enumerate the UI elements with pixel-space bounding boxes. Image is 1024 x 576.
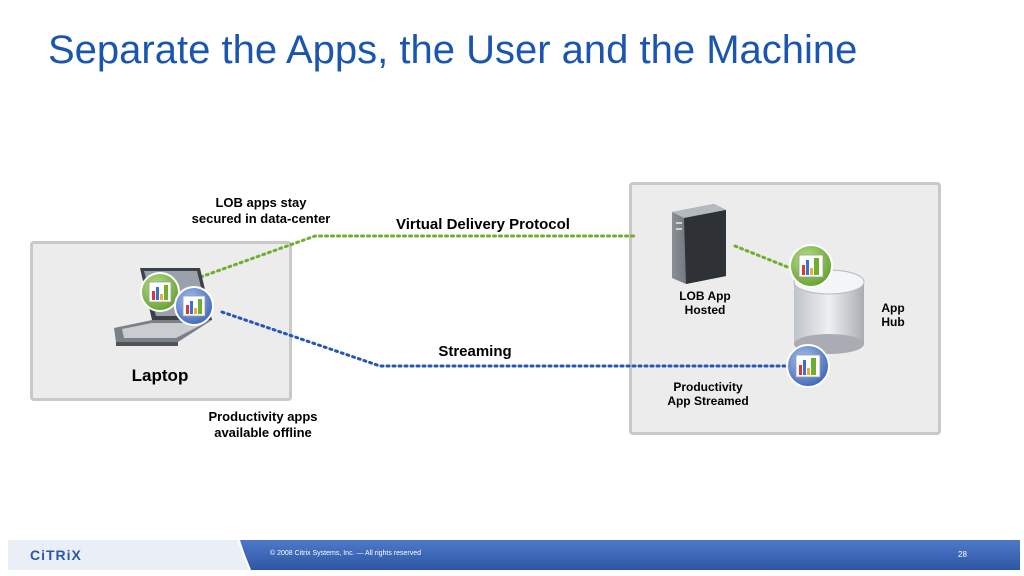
copyright-text: © 2008 Citrix Systems, Inc. — All rights… (270, 550, 422, 557)
hub-blue-app-badge (786, 344, 830, 388)
hub-green-app-badge (789, 244, 833, 288)
productivity-offline-note: Productivity apps available offline (208, 409, 318, 440)
laptop-blue-app-badge (174, 286, 214, 326)
streaming-label: Streaming (438, 343, 512, 360)
laptop-label: Laptop (131, 366, 189, 385)
slide-title: Separate the Apps, the User and the Mach… (48, 28, 858, 72)
lob-app-hosted-label: LOB App Hosted (679, 289, 731, 318)
virtual-delivery-protocol-label: Virtual Delivery Protocol (396, 216, 570, 233)
lob-apps-note: LOB apps stay secured in data-center (191, 195, 331, 226)
footer-divider (8, 540, 251, 570)
virtual-delivery-line (193, 234, 637, 281)
diagram-graphics (114, 204, 865, 388)
footer: CiTRiX © 2008 Citrix Systems, Inc. — All… (0, 540, 1024, 570)
productivity-streamed-label: Productivity App Streamed (667, 380, 749, 409)
citrix-logo: CiTRiX (30, 547, 82, 563)
laptop-green-app-badge (140, 272, 180, 312)
datacenter-panel (629, 182, 941, 435)
server-to-hub-line (733, 244, 792, 270)
server-icon (672, 204, 726, 284)
streaming-line (220, 310, 792, 368)
page-number: 28 (958, 550, 967, 559)
app-hub-label: App Hub (881, 301, 905, 330)
